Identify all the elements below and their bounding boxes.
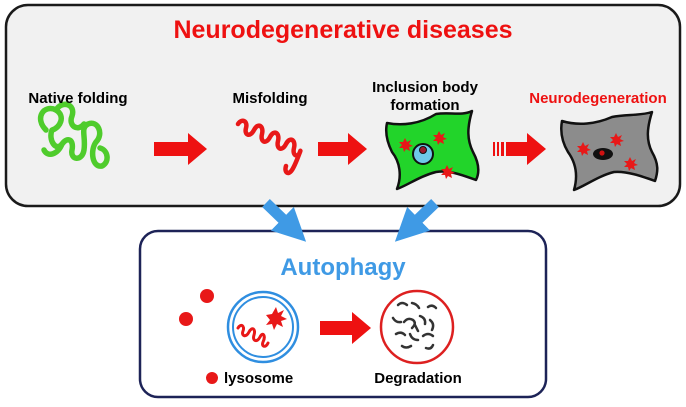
inclusion-body-label-line2: formation bbox=[390, 97, 460, 114]
misfolded-protein-icon bbox=[235, 118, 303, 176]
arrow-to-degradation bbox=[320, 312, 371, 344]
lysosome-dot bbox=[179, 312, 193, 326]
blue-arrow-right bbox=[394, 199, 439, 242]
degradation-icon bbox=[379, 289, 455, 365]
lysosome-legend-dot bbox=[206, 372, 218, 384]
inclusion-body-cell-icon bbox=[384, 109, 480, 191]
arrow-inclusion-to-neurodegeneration bbox=[493, 133, 546, 165]
lysosome-dot bbox=[200, 289, 214, 303]
autolysosome-icon bbox=[226, 290, 300, 364]
lysosome-label: lysosome bbox=[224, 370, 294, 387]
inclusion-body-label-line1: Inclusion body bbox=[372, 79, 478, 96]
autophagy-title: Autophagy bbox=[280, 254, 406, 281]
neurodegeneration-label: Neurodegeneration bbox=[529, 90, 667, 107]
degradation-label: Degradation bbox=[374, 370, 462, 387]
diseases-title: Neurodegenerative diseases bbox=[173, 16, 513, 44]
native-protein-icon bbox=[37, 101, 110, 169]
degenerating-cell-icon bbox=[560, 110, 659, 192]
misfolding-label: Misfolding bbox=[232, 90, 308, 107]
arrow-misfolding-to-inclusion bbox=[318, 133, 367, 165]
blue-arrow-left bbox=[262, 199, 307, 242]
arrow-native-to-misfolding bbox=[154, 133, 207, 165]
native-folding-label: Native folding bbox=[28, 90, 128, 107]
